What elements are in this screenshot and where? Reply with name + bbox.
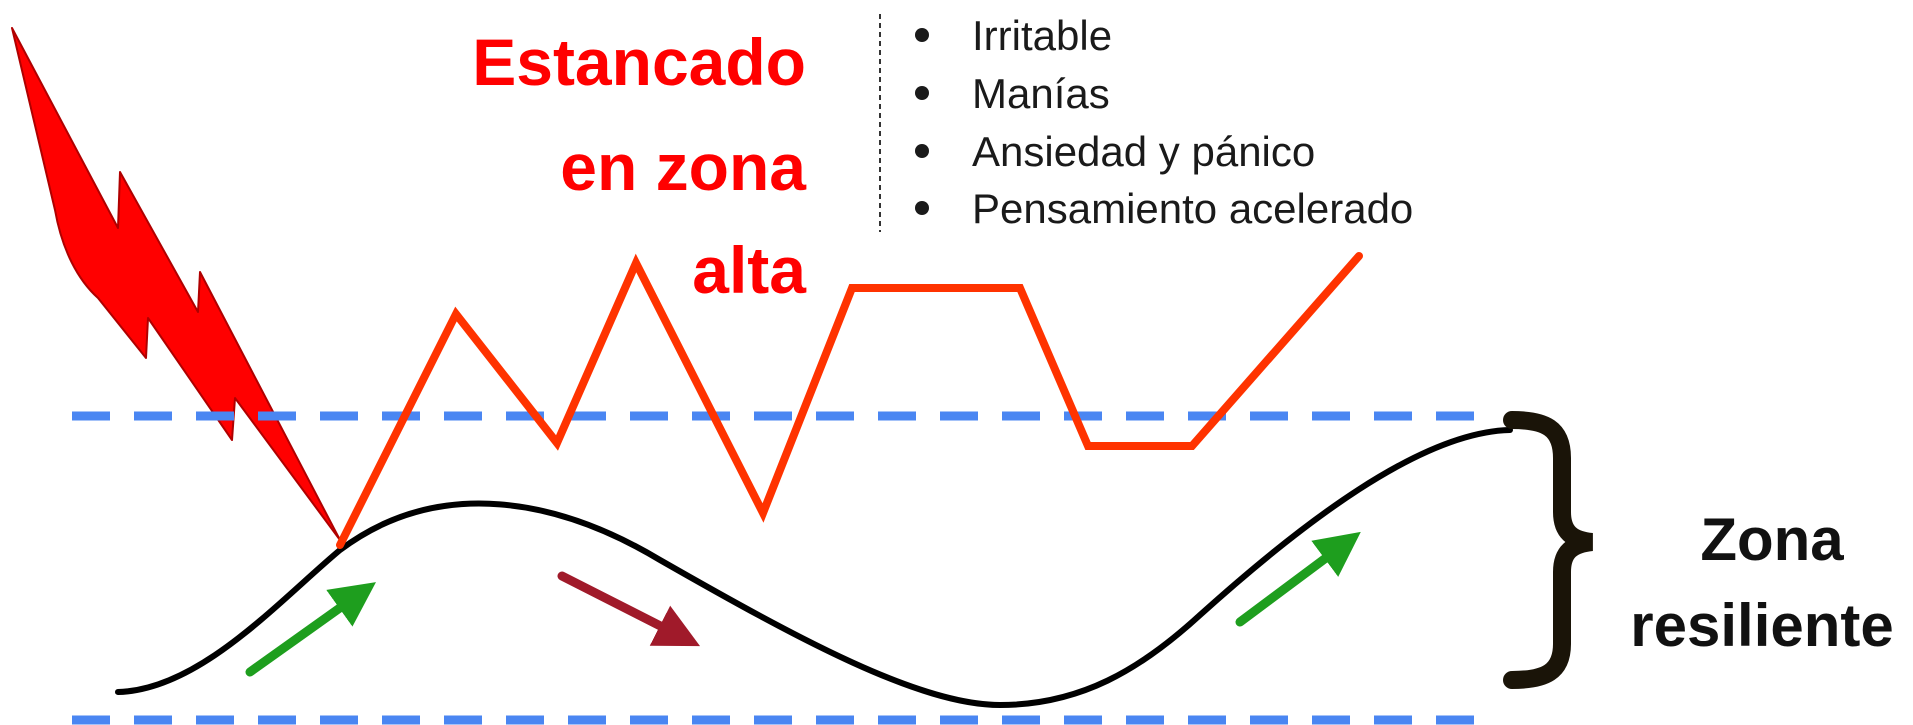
upward-arrow-right bbox=[1235, 531, 1361, 627]
resilient-wave-curve bbox=[115, 427, 1513, 709]
title-line-2: en zona bbox=[560, 130, 807, 204]
symptom-list: Irritable Manías Ansiedad y pánico Pensa… bbox=[915, 12, 1413, 232]
title-line-3: alta bbox=[692, 233, 807, 307]
zone-label-line-2: resiliente bbox=[1630, 592, 1893, 659]
bullet-dot-icon bbox=[915, 144, 929, 158]
upward-arrow-left bbox=[245, 582, 376, 677]
bullet-dot-icon bbox=[915, 28, 929, 42]
resilient-zone-label: Zona resiliente bbox=[1630, 506, 1893, 659]
zone-label-line-1: Zona bbox=[1700, 506, 1844, 573]
symptom-item: Manías bbox=[972, 70, 1110, 117]
symptom-item: Ansiedad y pánico bbox=[972, 128, 1315, 175]
downward-arrow bbox=[557, 571, 701, 647]
stuck-high-zone-title: Estancado en zona alta bbox=[472, 25, 807, 307]
curly-brace-icon bbox=[1503, 411, 1594, 689]
lightning-bolt-icon bbox=[11, 27, 341, 541]
bullet-dot-icon bbox=[915, 86, 929, 100]
symptom-item: Pensamiento acelerado bbox=[972, 185, 1413, 232]
symptom-item: Irritable bbox=[972, 12, 1112, 59]
bullet-dot-icon bbox=[915, 201, 929, 215]
stuck-high-zone-line bbox=[336, 252, 1363, 549]
title-line-1: Estancado bbox=[472, 25, 806, 99]
